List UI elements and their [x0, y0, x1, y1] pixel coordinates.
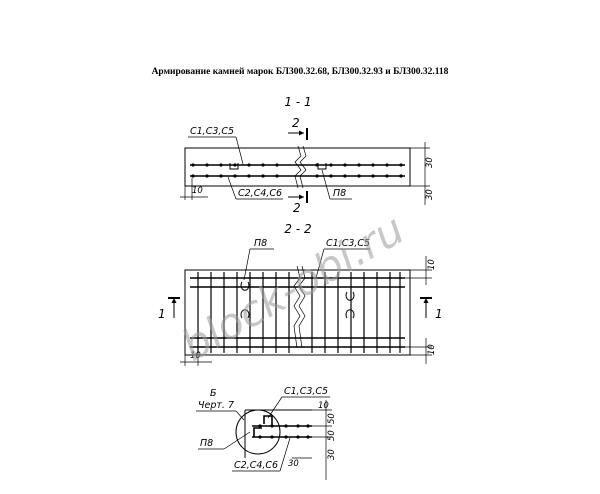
dim-right-30-bottom: 30: [425, 189, 435, 200]
detail-dim-30b: 30: [327, 449, 337, 460]
dim-right-10-top: 10: [427, 259, 437, 270]
break-line: [294, 145, 302, 189]
detail-label: Б: [210, 388, 217, 399]
detail-ref: Черт. 7: [198, 400, 234, 411]
top-rebar-dots: [191, 163, 403, 167]
dim-right-30-top: 30: [425, 157, 435, 168]
detail-b: Б Черт. 7 С1,С3,С5 П8 С2,С4,С6 10: [196, 386, 337, 480]
mesh-label-2: С1,С3,С5: [326, 238, 370, 249]
cut-1-right-label: 1: [435, 307, 443, 321]
detail-dim-50a: 50: [327, 413, 337, 424]
dim-left-bottom-10: 10: [190, 351, 201, 361]
clip-2-1: [240, 281, 250, 291]
clip-2-2: [240, 309, 250, 319]
detail-dim-50b: 50: [327, 430, 337, 441]
detail-clip: [263, 415, 273, 426]
clip-left: [229, 163, 239, 170]
cut-2-bottom-label: 2: [293, 201, 301, 215]
section-2-2: 2 - 2 П8 С1,С3,С5: [158, 222, 443, 366]
detail-clip-label: П8: [200, 438, 213, 449]
clip-2-3: [345, 291, 355, 301]
detail-dim-10: 10: [318, 401, 329, 411]
bottom-rebar-dots: [191, 174, 403, 178]
detail-mesh-top-label: С1,С3,С5: [284, 386, 328, 397]
detail-mesh-bottom-label: С2,С4,С6: [234, 460, 278, 471]
section-2-2-label: 2 - 2: [284, 222, 311, 236]
cut-2-top-label: 2: [292, 116, 300, 130]
clip-label: П8: [333, 188, 346, 199]
clip-label-2: П8: [254, 238, 267, 249]
block-plan-outline: [184, 269, 411, 356]
mesh-grid: [197, 272, 401, 353]
dim-right-10-bottom: 10: [427, 344, 437, 355]
clip-right: [317, 163, 327, 170]
drawing-title: Армирование камней марок БЛ300.32.68, БЛ…: [152, 66, 449, 77]
section-1-1-label: 1 - 1: [284, 95, 311, 109]
cut-1-left-label: 1: [158, 307, 166, 321]
section-1-1: 1 - 1 2 2: [180, 95, 435, 215]
block-outline: [184, 147, 411, 187]
detail-circle: [235, 409, 281, 455]
dim-left-10: 10: [192, 186, 203, 196]
mesh-bottom-label: С2,С4,С6: [238, 188, 282, 199]
mesh-top-label: С1,С3,С5: [190, 126, 234, 137]
break-line-2: [293, 265, 301, 349]
detail-dim-30a: 30: [288, 459, 299, 469]
clip-2-4: [345, 309, 355, 319]
